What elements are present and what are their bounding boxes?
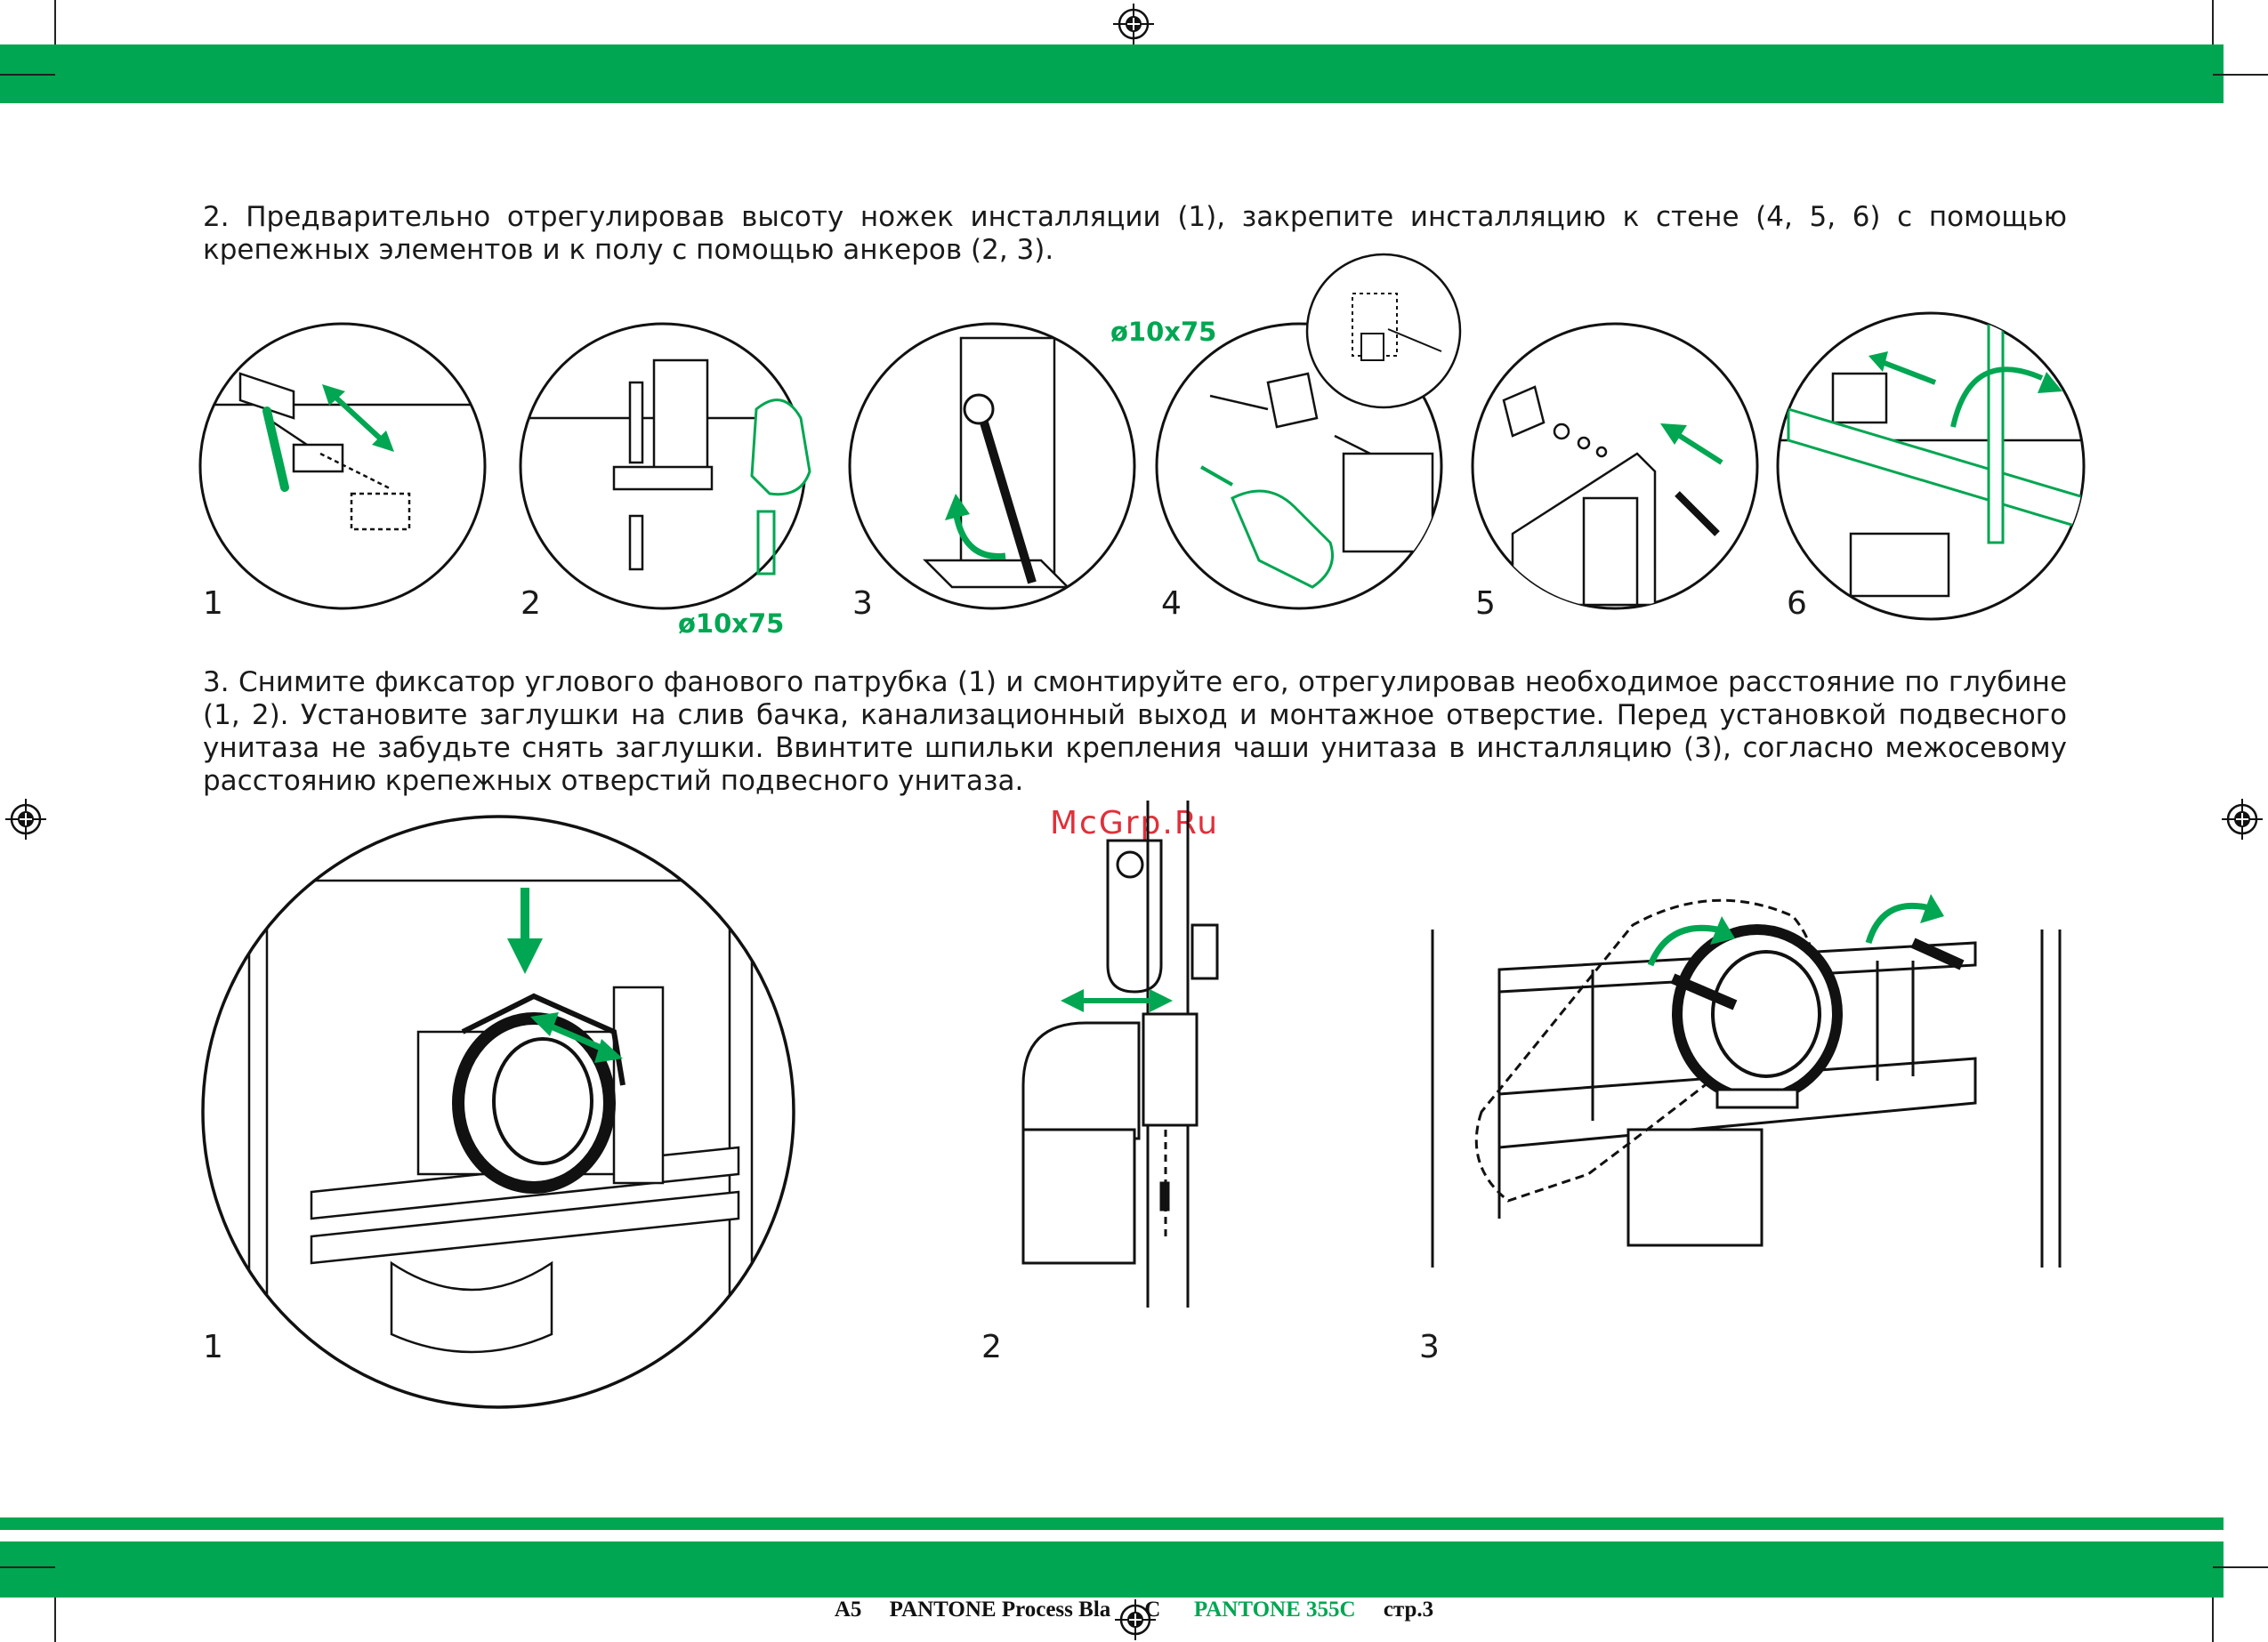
step3-text: 3. Снимите фиксатор углового фанового па… <box>203 666 2067 797</box>
figure-number: 1 <box>203 585 223 622</box>
figure-number: 6 <box>1787 585 1807 622</box>
footer-page: стр.3 <box>1383 1598 1434 1622</box>
dimension-label-fig2: ø10x75 <box>678 608 785 639</box>
figure-1-leg-adjust <box>198 322 487 610</box>
header-band <box>0 44 2224 103</box>
figure-number: 2 <box>521 585 541 622</box>
figure-3-1-elbow-fixator <box>201 815 795 1409</box>
figure-3-wrench <box>848 322 1136 610</box>
footer-band <box>0 1541 2224 1598</box>
watermark: McGrp.Ru <box>1050 805 1220 841</box>
dimension-label-fig4: ø10x75 <box>1110 317 1217 347</box>
figure-number: 3 <box>1419 1329 1440 1365</box>
footer-color1: PANTONE Process Bla <box>889 1598 1111 1622</box>
print-footer: A5 PANTONE Process Bla C PANTONE 355C стр… <box>0 1598 2268 1622</box>
registration-mark-icon <box>1113 4 1154 44</box>
footer-color1-tail: C <box>1144 1598 1161 1622</box>
figure-number: 1 <box>203 1329 223 1365</box>
registration-mark-icon <box>5 799 46 840</box>
figure-number: 5 <box>1475 585 1496 622</box>
figure-3-3-elbow <box>1672 924 1843 1109</box>
figure-2-floor-anchor <box>519 322 811 610</box>
figure-3-2-depth-adjust <box>1021 801 1219 1308</box>
figure-number: 4 <box>1161 585 1182 622</box>
registration-mark-icon <box>2222 799 2263 840</box>
footer-color2: PANTONE 355C <box>1193 1598 1356 1622</box>
figure-number: 3 <box>852 585 873 622</box>
figure-4-wall-drill <box>1155 253 1462 610</box>
figure-number: 2 <box>981 1329 1002 1365</box>
registration-mark-icon <box>1115 1599 1156 1640</box>
footer-band-thin <box>0 1517 2224 1530</box>
figure-5-frame-bolt <box>1471 322 1759 610</box>
step2-text: 2. Предварительно отрегулировав высоту н… <box>203 201 2067 266</box>
footer-format: A5 <box>834 1598 862 1622</box>
figure-6-level-align <box>1776 311 2086 621</box>
